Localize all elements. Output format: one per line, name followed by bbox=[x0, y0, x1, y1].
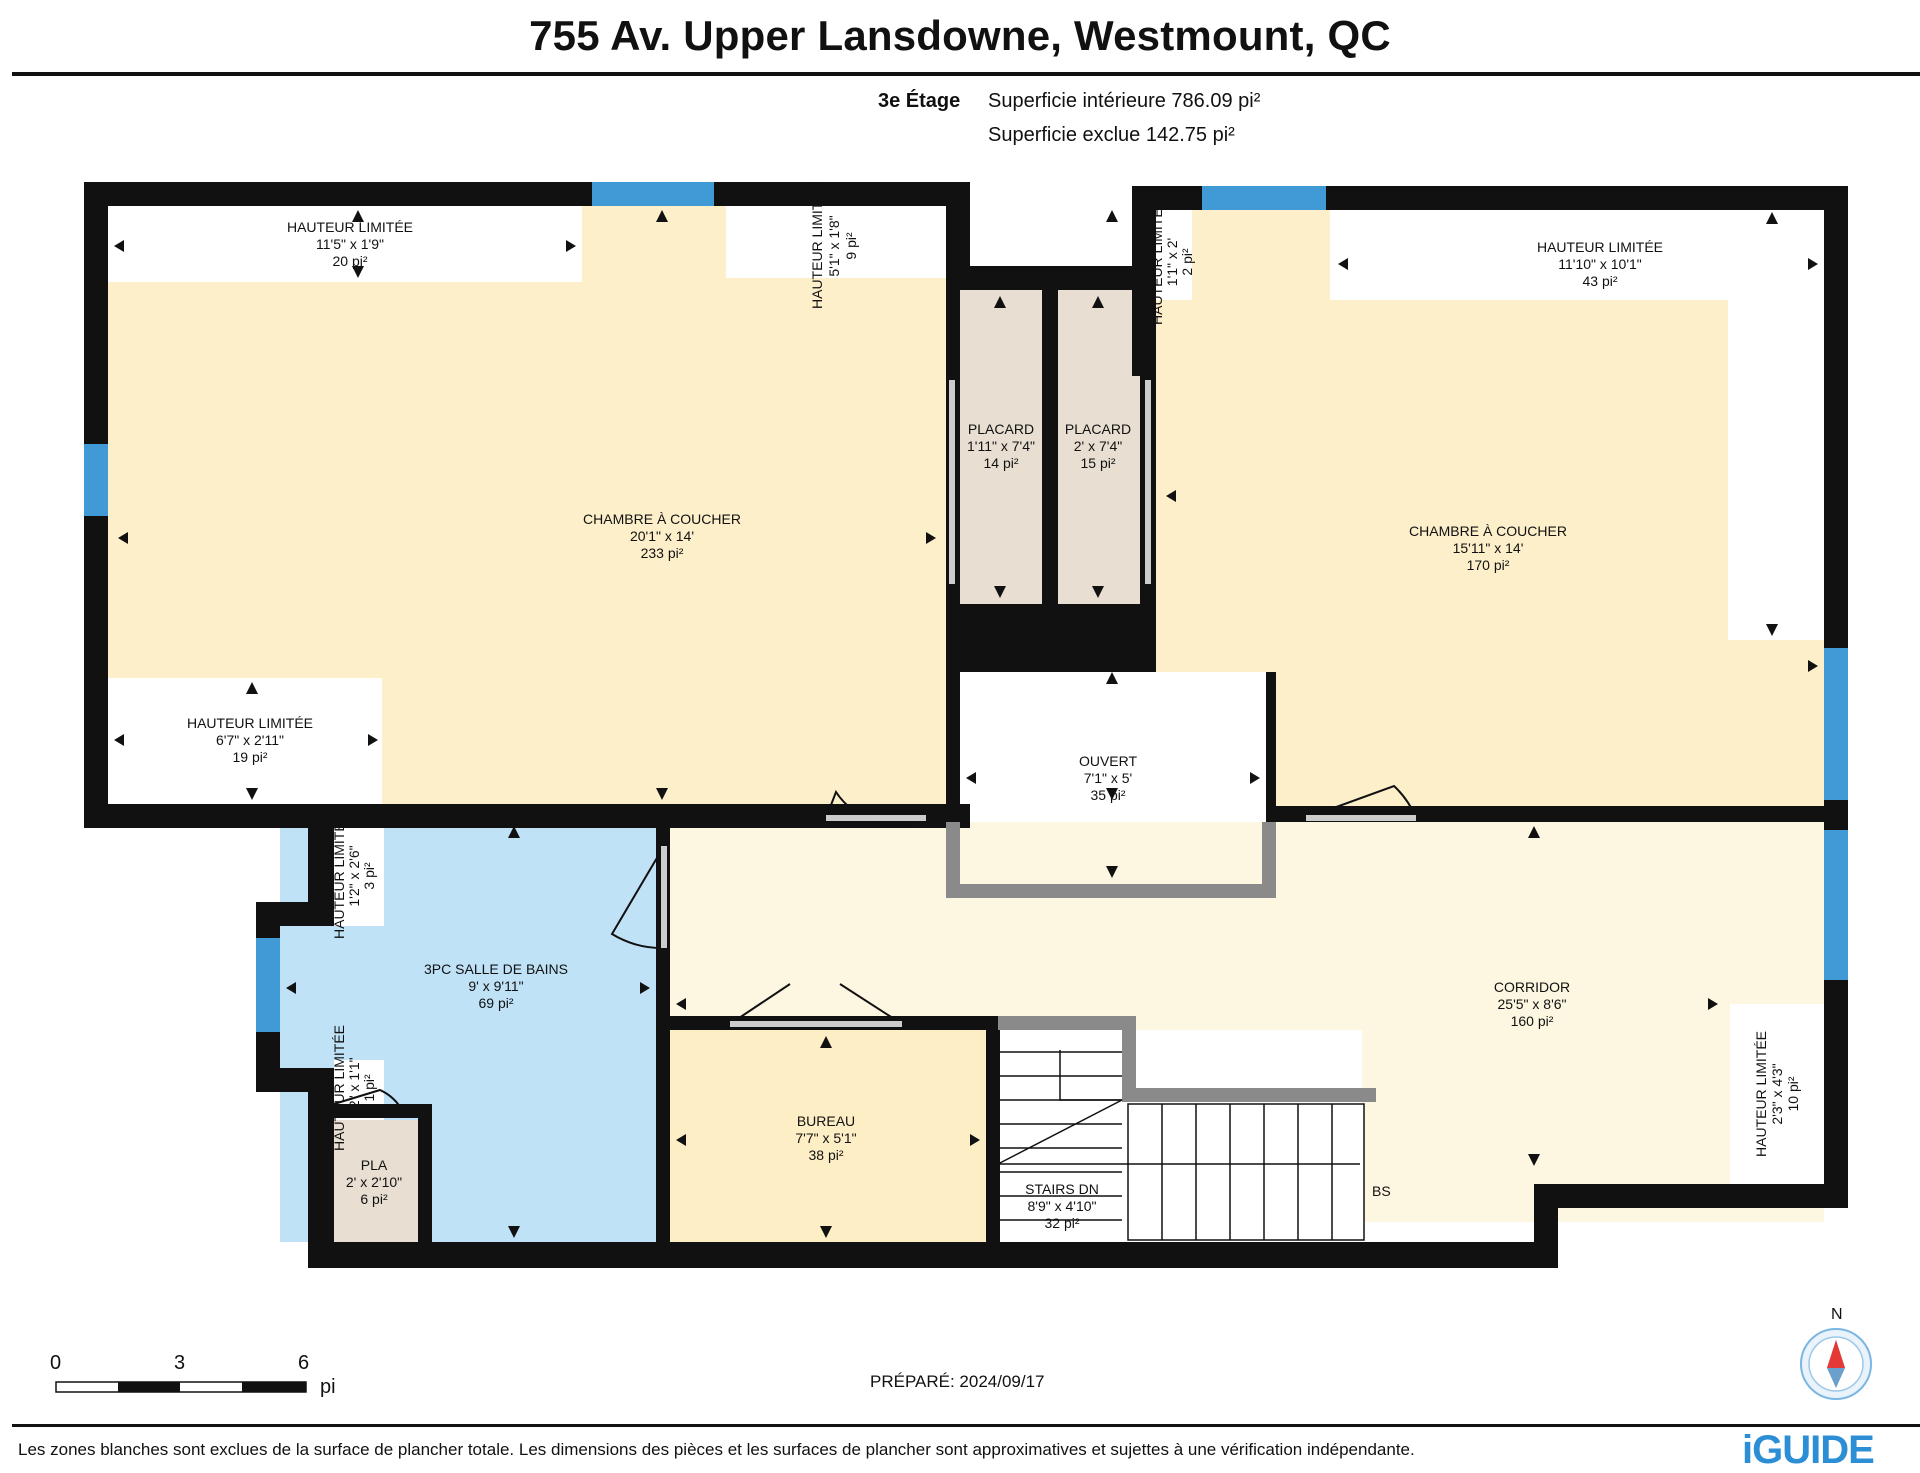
lh-corridor-dims: 2'3" x 4'3" bbox=[1769, 1063, 1785, 1124]
closet3-area: 6 pi² bbox=[360, 1191, 388, 1207]
office-fill bbox=[670, 1030, 986, 1242]
lh-top-right-area: 43 pi² bbox=[1582, 273, 1617, 289]
lh-small-right-fill bbox=[1156, 206, 1192, 300]
stairs-dims: 8'9" x 4'10" bbox=[1028, 1198, 1097, 1214]
lh-bath-top-fill bbox=[334, 822, 384, 926]
open-area: 35 pi² bbox=[1090, 787, 1125, 803]
lh-bottom-left-area: 19 pi² bbox=[232, 749, 267, 765]
interior-area: Superficie intérieure 786.09 pi² bbox=[988, 90, 1261, 112]
lh-top-left-fill bbox=[108, 206, 582, 282]
lh-bath-top-name: HAUTEUR LIMITÉE bbox=[331, 813, 347, 939]
bs-label: BS bbox=[1372, 1183, 1391, 1199]
closet3-dims: 2' x 2'10" bbox=[346, 1174, 402, 1190]
door-closet3 bbox=[333, 1088, 403, 1111]
floor-name: 3e Étage bbox=[878, 90, 961, 112]
corridor-area: 160 pi² bbox=[1511, 1013, 1554, 1029]
lh-small-right-area: 2 pi² bbox=[1179, 248, 1195, 276]
bedroom1-name: CHAMBRE À COUCHER bbox=[583, 511, 741, 527]
stairs-name: STAIRS DN bbox=[1025, 1181, 1099, 1197]
lh-corridor-area: 10 pi² bbox=[1785, 1076, 1801, 1111]
bathroom-dims: 9' x 9'11" bbox=[468, 978, 523, 994]
lh-top-right-name: HAUTEUR LIMITÉE bbox=[1537, 239, 1663, 255]
lh-bottom-left-name: HAUTEUR LIMITÉE bbox=[187, 715, 313, 731]
lh-small-right-dims: 1'1" x 2' bbox=[1164, 238, 1180, 286]
lh-top-mid-dims: 5'1" x 1'8" bbox=[826, 215, 842, 276]
bedroom2-area: 170 pi² bbox=[1467, 557, 1510, 573]
lh-bath-top-dims: 1'2" x 2'6" bbox=[346, 845, 362, 906]
lh-corridor-fill bbox=[1730, 1004, 1824, 1184]
bathroom-area: 69 pi² bbox=[478, 995, 513, 1011]
bedroom1-area: 233 pi² bbox=[641, 545, 684, 561]
closet1-fill bbox=[960, 290, 1042, 604]
open-dims: 7'1" x 5' bbox=[1084, 770, 1132, 786]
closet2-name: PLACARD bbox=[1065, 421, 1131, 437]
prepared-date: PRÉPARÉ: 2024/09/17 bbox=[870, 1372, 1045, 1391]
corridor-dims: 25'5" x 8'6" bbox=[1498, 996, 1567, 1012]
dimension-arrows bbox=[114, 210, 1818, 1238]
closet1-name: PLACARD bbox=[968, 421, 1034, 437]
scale-unit: pi bbox=[320, 1376, 336, 1398]
disclaimer: Les zones blanches sont exclues de la su… bbox=[18, 1440, 1415, 1459]
closet3-name: PLA bbox=[361, 1157, 388, 1173]
bedroom2-dims: 15'11" x 14' bbox=[1453, 540, 1524, 556]
lh-corridor-name: HAUTEUR LIMITÉE bbox=[1753, 1031, 1769, 1157]
compass-icon bbox=[1800, 1328, 1872, 1400]
closet1-area: 14 pi² bbox=[983, 455, 1018, 471]
lh-bottom-left-fill bbox=[108, 678, 382, 806]
windows bbox=[84, 182, 1848, 1032]
scale-label-0: 0 bbox=[50, 1352, 62, 1374]
lh-top-mid-name: HAUTEUR LIMITÉE bbox=[809, 183, 825, 309]
excluded-area: Superficie exclue 142.75 pi² bbox=[988, 124, 1235, 146]
office-dims: 7'7" x 5'1" bbox=[795, 1130, 856, 1146]
room-fills bbox=[108, 206, 1824, 1242]
bathroom-name: 3PC SALLE DE BAINS bbox=[424, 961, 568, 977]
office-name: BUREAU bbox=[797, 1113, 855, 1129]
lh-top-left-name: HAUTEUR LIMITÉE bbox=[287, 219, 413, 235]
corridor-name: CORRIDOR bbox=[1494, 979, 1570, 995]
bedroom2-name: CHAMBRE À COUCHER bbox=[1409, 523, 1567, 539]
lh-bath-top-area: 3 pi² bbox=[361, 862, 377, 890]
lh-top-mid-area: 9 pi² bbox=[843, 232, 859, 260]
lh-top-left-area: 20 pi² bbox=[332, 253, 367, 269]
lh-bath-bottom-name: HAUTEUR LIMITÉE bbox=[331, 1025, 347, 1151]
closet2-dims: 2' x 7'4" bbox=[1074, 438, 1122, 454]
grey-walls bbox=[946, 822, 1376, 1102]
lh-top-right-dims: 11'10" x 10'1" bbox=[1558, 256, 1642, 272]
room-labels: CHAMBRE À COUCHER 20'1" x 14' 233 pi² HA… bbox=[187, 183, 1801, 1231]
scale-bar bbox=[55, 1381, 307, 1393]
door-bathroom bbox=[610, 845, 665, 950]
footer-divider bbox=[12, 1424, 1920, 1427]
closet2-area: 15 pi² bbox=[1080, 455, 1115, 471]
compass-north-label: N bbox=[1831, 1306, 1843, 1323]
lh-bath-bottom-area: 1 pi² bbox=[361, 1074, 377, 1102]
stairs-area: 32 pi² bbox=[1044, 1215, 1079, 1231]
bedroom1-dims: 20'1" x 14' bbox=[630, 528, 694, 544]
scale-label-3: 3 bbox=[174, 1352, 186, 1374]
closet3-fill bbox=[334, 1120, 418, 1242]
stair-treads bbox=[997, 1050, 1365, 1241]
open-name: OUVERT bbox=[1079, 753, 1138, 769]
lh-top-right-fill-2 bbox=[1728, 206, 1824, 640]
brand-logo: iGUIDE bbox=[1742, 1428, 1875, 1472]
doors bbox=[333, 380, 1417, 1111]
closet1-dims: 1'11" x 7'4" bbox=[967, 438, 1035, 454]
lh-top-left-dims: 11'5" x 1'9" bbox=[316, 236, 384, 252]
header-divider bbox=[12, 72, 1920, 76]
lh-top-mid-fill bbox=[726, 206, 946, 278]
door-office bbox=[729, 983, 903, 1025]
lh-bottom-left-dims: 6'7" x 2'11" bbox=[216, 732, 284, 748]
lh-bath-bottom-dims: 1'2" x 1'1" bbox=[346, 1057, 362, 1118]
lh-small-right-name: HAUTEUR LIMITÉE bbox=[1149, 199, 1165, 325]
office-area: 38 pi² bbox=[808, 1147, 843, 1163]
closet2-fill bbox=[1058, 290, 1140, 604]
scale-label-6: 6 bbox=[298, 1352, 310, 1374]
page-title: 755 Av. Upper Lansdowne, Westmount, QC bbox=[529, 12, 1391, 59]
